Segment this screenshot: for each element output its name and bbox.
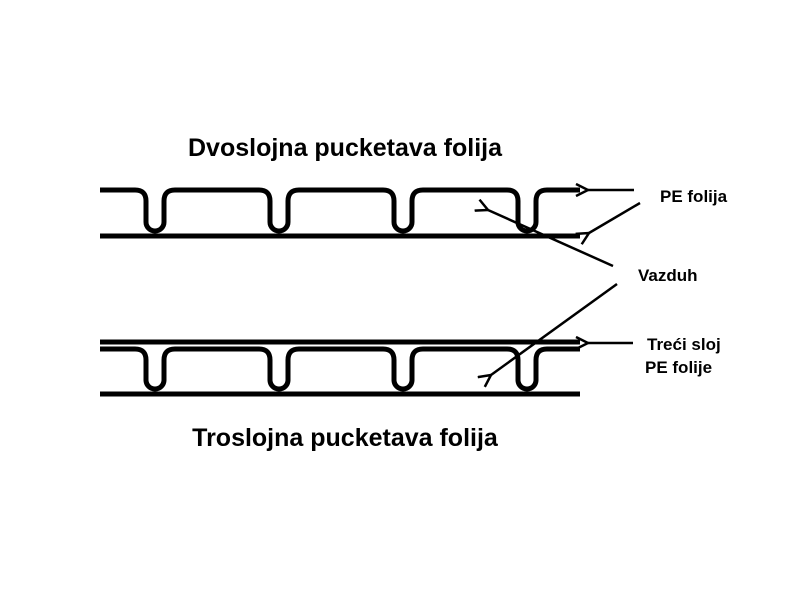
air-arrow-top (488, 210, 614, 268)
three-layer-bubble-film (100, 346, 580, 392)
air-label: Vazduh (638, 266, 698, 285)
air-arrow-bottom (491, 282, 618, 375)
pe-film-label: PE folija (660, 187, 728, 206)
third-layer-label-line1: Treći sloj (647, 335, 721, 354)
pe-film-arrow-bottom (589, 201, 641, 233)
two-layer-title: Dvoslojna pucketava folija (188, 134, 503, 162)
two-layer-bubble-film (100, 187, 580, 234)
three-layer-title: Troslojna pucketava folija (192, 424, 499, 452)
third-layer-label-line2: PE folije (645, 358, 712, 377)
